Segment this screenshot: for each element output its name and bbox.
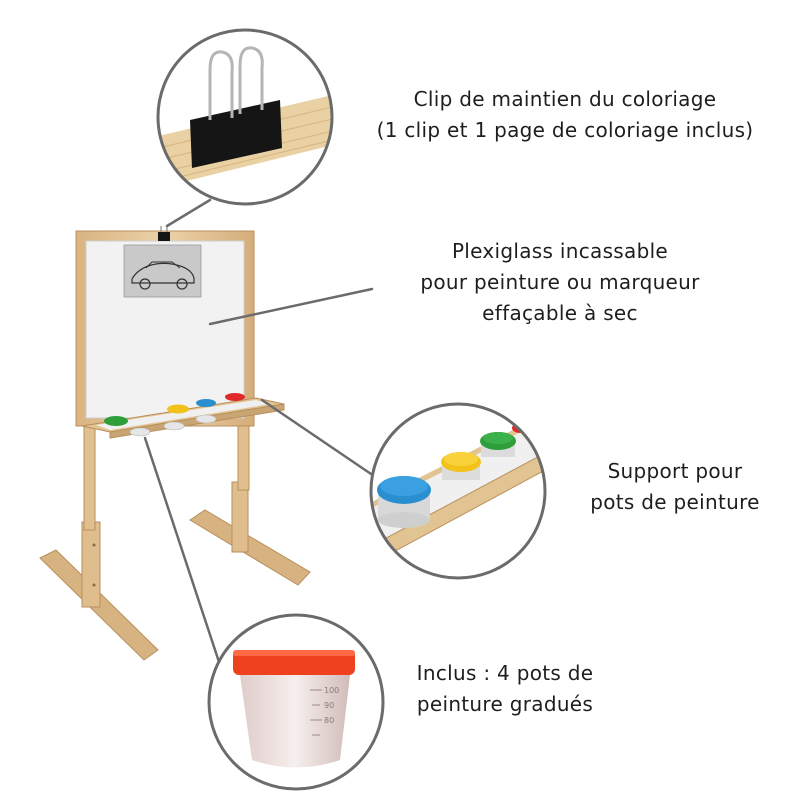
coloring-page	[123, 244, 202, 298]
callout-pots-line2: peinture gradués	[416, 692, 594, 716]
callout-support: Support pour pots de peinture	[560, 456, 790, 518]
callout-clip-line1: Clip de maintien du coloriage	[413, 87, 717, 111]
callout-pots: Inclus : 4 pots de peinture gradués	[380, 658, 630, 720]
callout-plexiglass: Plexiglass incassable pour peinture ou m…	[370, 236, 750, 329]
zoom-pot-green-icon	[480, 432, 516, 457]
pot-green-icon	[104, 416, 128, 426]
zoom-circle-support	[369, 402, 547, 580]
zoom-pot-yellow-icon	[441, 452, 481, 480]
pot-red-icon	[225, 393, 245, 401]
cup-graduation-90: 90	[324, 701, 334, 710]
leader-line-clip	[165, 198, 212, 228]
cup-graduation-100: 100	[324, 686, 339, 695]
graduated-cup-icon: 100 90 80	[233, 650, 355, 768]
callout-plexiglass-line1: Plexiglass incassable	[451, 239, 669, 263]
callout-pots-line1: Inclus : 4 pots de	[416, 661, 594, 685]
leader-lines	[143, 198, 376, 667]
binder-clip-icon	[190, 100, 282, 168]
callout-plexiglass-line3: effaçable à sec	[482, 301, 638, 325]
cup-graduation-80: 80	[324, 716, 334, 725]
pot-blue-icon	[196, 399, 216, 407]
easel-right-foot	[189, 409, 311, 586]
callout-plexiglass-line2: pour peinture ou marqueur	[420, 270, 700, 294]
leader-line-pots	[143, 436, 222, 667]
callout-clip-line2: (1 clip et 1 page de coloriage inclus)	[376, 118, 754, 142]
zoom-pot-blue-icon	[377, 476, 431, 528]
zoom-circle-clip	[156, 28, 334, 206]
callout-support-line2: pots de peinture	[590, 490, 760, 514]
easel	[39, 226, 311, 661]
easel-left-foot	[39, 419, 159, 661]
plexiglass-board	[85, 240, 245, 419]
zoom-circle-pot: 100 90 80	[207, 613, 385, 791]
pot-yellow-icon	[167, 404, 189, 414]
callout-support-line1: Support pour	[607, 459, 743, 483]
easel-frame	[75, 226, 255, 427]
leader-line-support	[260, 398, 376, 478]
paint-tray	[81, 393, 285, 439]
small-clip-icon	[158, 226, 170, 241]
leader-line-plexiglass	[208, 287, 374, 326]
callout-clip: Clip de maintien du coloriage (1 clip et…	[330, 84, 800, 146]
